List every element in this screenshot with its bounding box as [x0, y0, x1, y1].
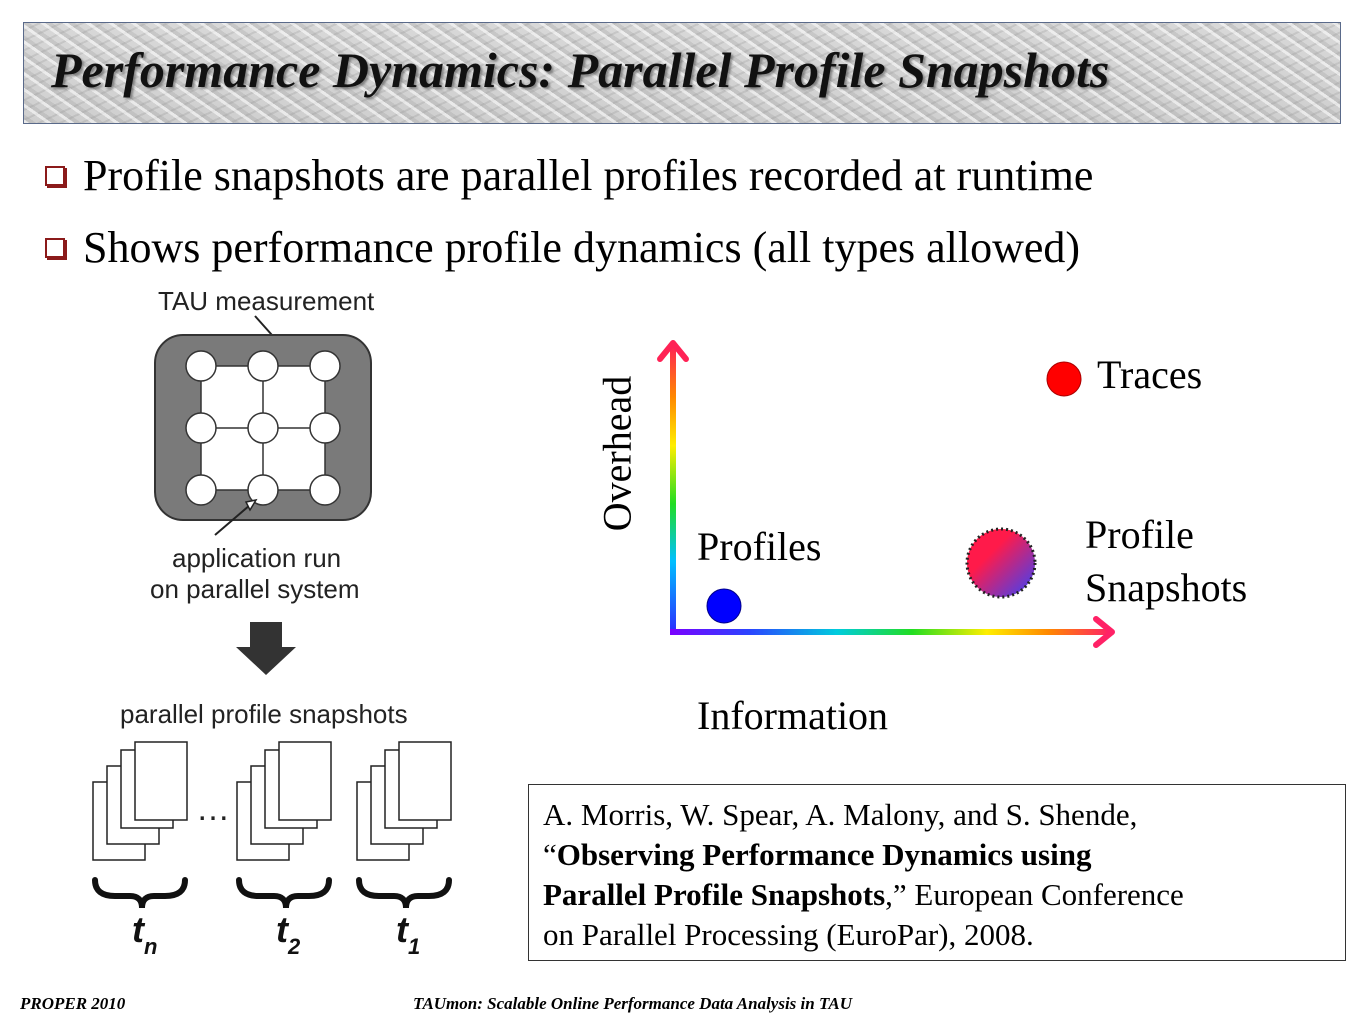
t-label-n-base: t — [132, 909, 146, 950]
snapshot-stack-1 — [356, 741, 452, 861]
brace-1-icon — [356, 877, 452, 909]
snapshots-label: parallel profile snapshots — [120, 699, 408, 729]
node-circles — [185, 350, 341, 506]
slide-title: Performance Dynamics: Parallel Profile S… — [51, 42, 1110, 98]
citation-authors: A. Morris, W. Spear, A. Malony, and S. S… — [543, 797, 1138, 832]
t-label-n: tn — [132, 909, 157, 959]
app-pointer-arrow — [214, 504, 251, 536]
down-arrow-icon — [236, 622, 296, 675]
profile-snapshots-label-2: Snapshots — [1085, 565, 1248, 610]
node-circle — [185, 474, 217, 506]
y-axis-label: Overhead — [594, 375, 640, 532]
citation-title-1: Observing Performance Dynamics using — [556, 837, 1092, 872]
stack-ellipsis: … — [196, 790, 230, 828]
footer-talk-title: TAUmon: Scalable Online Performance Data… — [413, 994, 853, 1013]
citation-venue-2: on Parallel Processing (EuroPar), 2008. — [543, 917, 1034, 952]
title-bar: Performance Dynamics: Parallel Profile S… — [23, 22, 1341, 124]
profiles-label: Profiles — [697, 524, 822, 569]
citation-title-2: Parallel Profile Snapshots — [543, 877, 886, 912]
node-circle — [309, 412, 341, 444]
snapshot-stack-n — [92, 741, 188, 861]
y-axis — [670, 345, 676, 633]
node-circle — [247, 474, 279, 506]
node-circle — [309, 474, 341, 506]
t-label-n-sub: n — [144, 934, 157, 959]
t-label-1-base: t — [396, 909, 410, 950]
citation-venue-1: European Conference — [906, 877, 1184, 912]
bullet-1: Profile snapshots are parallel profiles … — [45, 150, 1093, 201]
bullet-box-icon — [45, 237, 65, 258]
brace-2-icon — [236, 877, 332, 909]
profile-snapshots-label-1: Profile — [1085, 512, 1194, 557]
bullet-box-icon — [45, 165, 65, 186]
traces-label: Traces — [1097, 352, 1203, 397]
app-run-label-1: application run — [172, 543, 341, 573]
tau-measurement-label: TAU measurement — [158, 286, 375, 316]
node-circle — [185, 350, 217, 382]
citation-title-line-2: Parallel Profile Snapshots,” European Co… — [543, 875, 1331, 915]
t-label-2-sub: 2 — [287, 934, 301, 959]
citation-title-line: “Observing Performance Dynamics using — [543, 835, 1331, 875]
bullet-2-text: Shows performance profile dynamics (all … — [83, 223, 1081, 272]
app-run-label-2: on parallel system — [150, 574, 360, 604]
tau-snapshot-figure: TAU measurement application run on paral… — [92, 286, 452, 959]
x-axis-label: Information — [697, 693, 889, 738]
t-label-1-sub: 1 — [408, 934, 420, 959]
t-label-2: t2 — [276, 909, 301, 959]
bullet-1-text: Profile snapshots are parallel profiles … — [83, 151, 1094, 200]
y-axis-arrowhead — [657, 340, 689, 362]
bullet-2: Shows performance profile dynamics (all … — [45, 222, 1080, 273]
node-circle — [185, 412, 217, 444]
x-axis — [670, 629, 1110, 635]
overhead-information-plot — [657, 340, 1115, 648]
profile-snapshots-point — [965, 527, 1037, 599]
snapshot-stack-2 — [236, 741, 332, 861]
t-label-1: t1 — [396, 909, 420, 959]
citation-open-quote: “ — [543, 837, 557, 872]
node-circle — [309, 350, 341, 382]
brace-icons — [92, 877, 452, 909]
citation-box: A. Morris, W. Spear, A. Malony, and S. S… — [528, 784, 1346, 961]
node-circle — [247, 412, 279, 444]
t-label-2-base: t — [276, 909, 290, 950]
profiles-point — [706, 588, 742, 624]
node-circle — [247, 350, 279, 382]
citation-close-quote: ,” — [885, 877, 907, 912]
brace-n-icon — [92, 877, 188, 909]
app-pointer-arrowhead — [244, 498, 258, 512]
x-axis-arrowhead — [1093, 616, 1115, 648]
footer-conference: PROPER 2010 — [20, 994, 126, 1013]
traces-point — [1046, 361, 1082, 397]
